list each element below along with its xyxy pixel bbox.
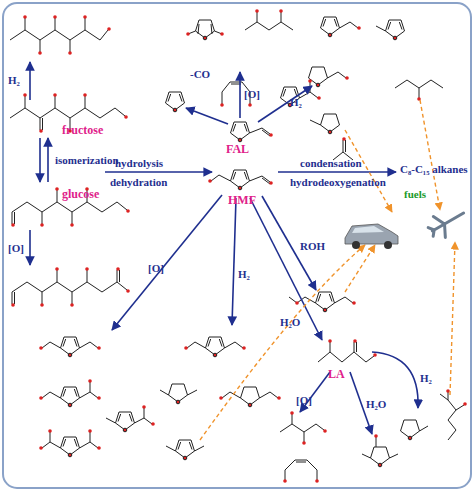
step-label: hydrolysis — [115, 157, 163, 169]
plane-icon — [425, 203, 470, 243]
compound-name: FAL — [226, 143, 249, 155]
reagent: H₂ — [8, 74, 20, 86]
step-label: hydrodeoxygenation — [290, 176, 386, 188]
sugar-structures — [10, 18, 127, 304]
furan-structures — [166, 0, 444, 190]
fuels-label: fuels — [404, 188, 426, 200]
compound-name: fructose — [62, 124, 103, 136]
reagent: H₂ — [420, 372, 432, 384]
reagent: ROH — [300, 240, 325, 252]
reagent: -CO — [190, 68, 210, 80]
reagent: H₂ — [290, 96, 302, 108]
oxygen-dots — [186, 9, 421, 185]
reagent: H₂O — [280, 316, 300, 328]
reagent: [O] — [8, 242, 24, 254]
reagent: [O] — [296, 394, 312, 406]
compound-name: HMF — [228, 194, 256, 206]
product-structures — [42, 292, 464, 480]
reagent: H₂O — [366, 398, 386, 410]
compound-name: LA — [328, 368, 345, 380]
frame — [3, 3, 471, 488]
compound-name: glucose — [62, 188, 99, 200]
reagent: H₂ — [238, 268, 250, 280]
car-icon — [345, 224, 398, 249]
oxygen-dots — [11, 15, 130, 307]
reagent: [O] — [148, 262, 164, 274]
reaction-arrows — [30, 62, 418, 434]
product-label: C₈-C₁₅ alkanes — [400, 163, 468, 175]
oxygen-dots — [39, 301, 467, 483]
reagent: [O] — [244, 88, 260, 100]
step-label: isomerization — [55, 154, 119, 166]
step-label: condensation — [300, 157, 362, 169]
step-label: dehydration — [110, 176, 167, 188]
fuel-arrows — [200, 100, 455, 440]
